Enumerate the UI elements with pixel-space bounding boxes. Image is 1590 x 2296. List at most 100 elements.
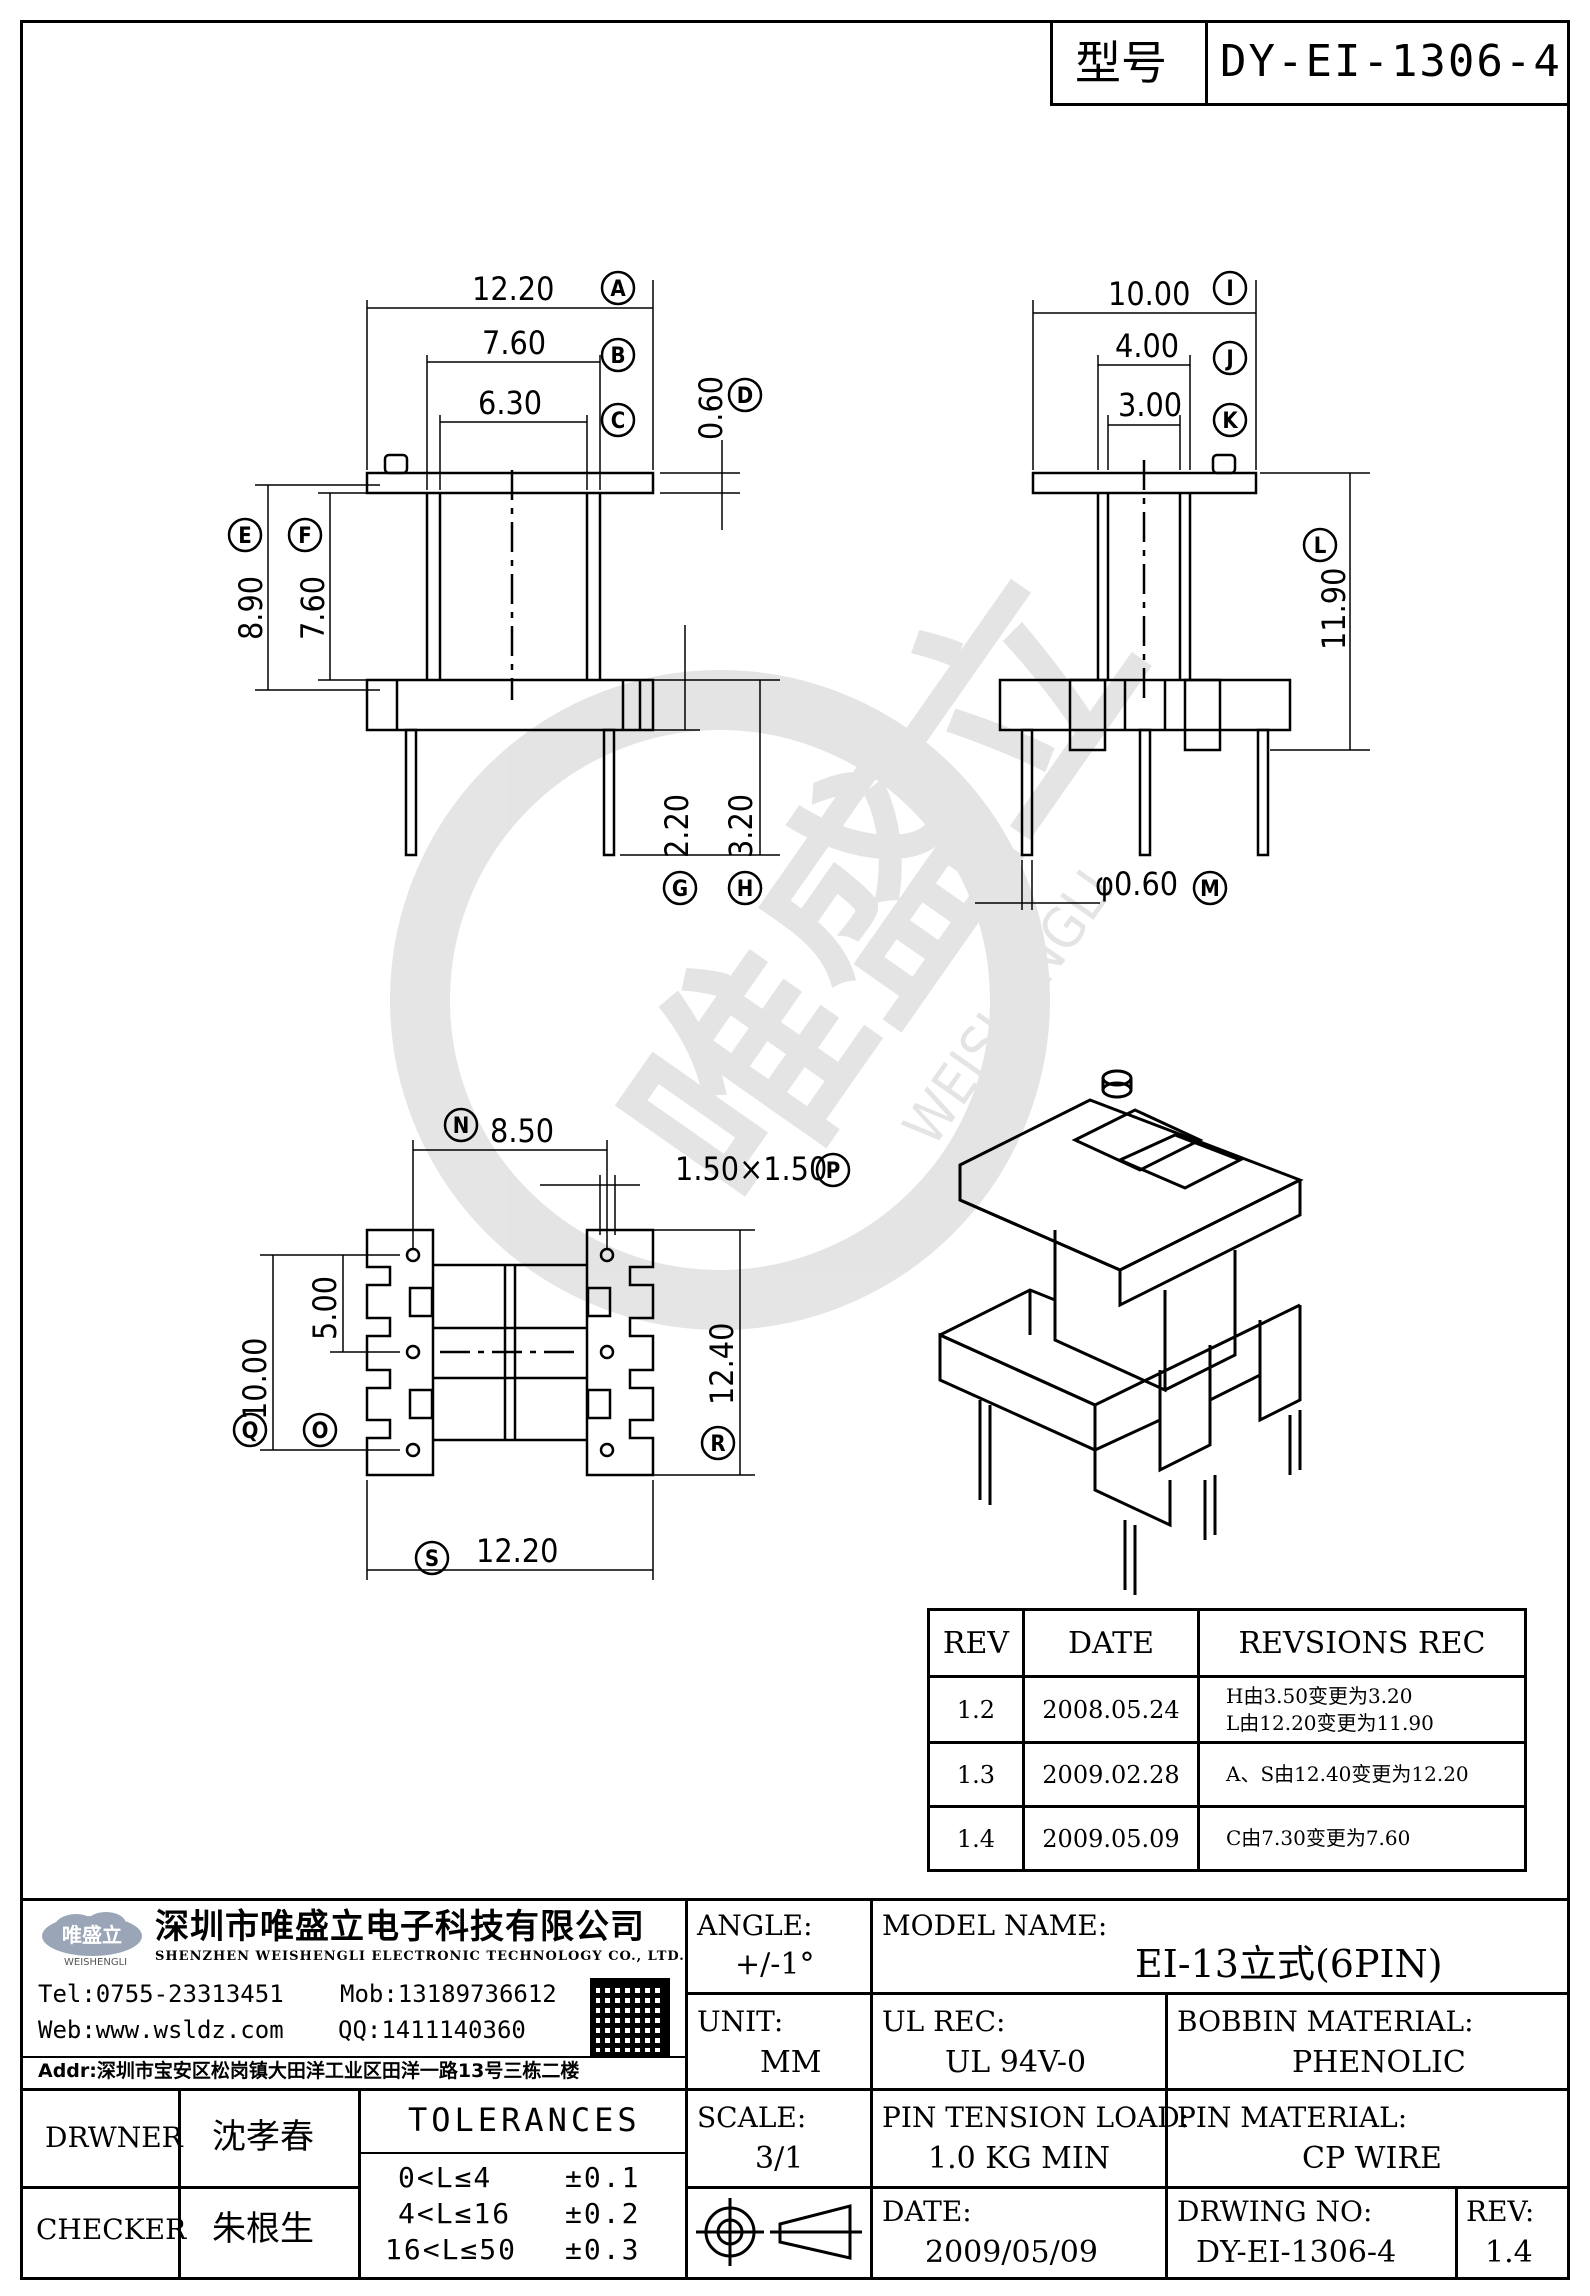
isometric-view: [938, 1069, 1304, 1595]
dim-a: 12.20: [472, 270, 554, 308]
pin-tension-label: PIN TENSION LOAD:: [882, 2101, 1190, 2134]
qr-code-icon: [590, 1978, 670, 2058]
date-col-header: DATE: [1022, 1608, 1200, 1678]
model-name-label: MODEL NAME:: [882, 1909, 1108, 1942]
revision-table: REV DATE REVSIONS REC 1.2 2008.05.24 H由3…: [927, 1608, 1527, 1872]
company-logo: [36, 1910, 148, 1968]
callout-b: B: [610, 344, 625, 369]
rule: [20, 2088, 685, 2091]
callout-o: O: [312, 1419, 329, 1444]
bottom-dim-labels: 8.50 1.50×1.50 10.00 5.00 12.40 12.20: [236, 1112, 827, 1570]
ul-rec-value: UL 94V-0: [945, 2045, 1087, 2080]
revision-header-row: REV DATE REVSIONS REC: [927, 1608, 1527, 1678]
callout-c: C: [611, 409, 626, 434]
dim-j: 4.00: [1115, 327, 1179, 365]
callout-m: M: [1200, 877, 1220, 902]
tolerance-value: ±0.2: [565, 2197, 641, 2230]
callout-letters: A B C D E F G H I J K L M N P Q O R S: [238, 277, 1326, 1572]
angle-label: ANGLE:: [697, 1909, 813, 1942]
model-header-value: DY-EI-1306-4: [1220, 36, 1562, 87]
tolerance-range: 16<L≤50: [385, 2233, 518, 2266]
date-value: 2009/05/09: [925, 2235, 1098, 2270]
dim-s: 12.20: [476, 1532, 558, 1570]
callout-circles: [227, 270, 1338, 1576]
company-address: Addr:深圳市宝安区松岗镇大田洋工业区田洋一路13号三栋二楼: [38, 2060, 580, 2082]
callout-i: I: [1226, 277, 1233, 302]
callout-h: H: [737, 877, 754, 902]
pin-material-value: CP WIRE: [1302, 2141, 1442, 2176]
rule: [685, 1992, 1570, 1995]
tolerances-title: TOLERANCES: [408, 2101, 641, 2139]
dim-e: 8.90: [232, 576, 270, 640]
pin-material-label: PIN MATERIAL:: [1177, 2101, 1408, 2134]
callout-g: G: [672, 877, 688, 902]
company-tel: Tel:0755-23313451: [38, 1980, 284, 2008]
company-qq: QQ:1411140360: [338, 2016, 526, 2044]
tolerance-value: ±0.1: [565, 2161, 641, 2194]
dim-i: 10.00: [1108, 275, 1190, 313]
dim-o: 5.00: [306, 1276, 344, 1340]
bottom-view: [260, 1140, 755, 1580]
company-mob: Mob:13189736612: [340, 1980, 557, 2008]
model-name-value: EI-13立式(6PIN): [1135, 1942, 1443, 1986]
rec-cell: C由7.30变更为7.60: [1197, 1805, 1527, 1872]
callout-l: L: [1314, 534, 1327, 559]
date-cell: 2009.02.28: [1022, 1741, 1200, 1808]
dim-k: 3.00: [1118, 386, 1182, 424]
callout-q: Q: [242, 1419, 259, 1444]
company-web: Web:www.wsldz.com: [38, 2016, 284, 2044]
callout-k: K: [1222, 409, 1238, 434]
rev-value: 1.4: [1485, 2235, 1533, 2270]
ul-rec-label: UL REC:: [882, 2005, 1006, 2038]
angle-value: +/-1°: [735, 1947, 815, 1982]
callout-d: D: [737, 384, 753, 409]
rev-col-header: REV: [927, 1608, 1025, 1678]
rule: [358, 2088, 361, 2280]
date-cell: 2008.05.24: [1022, 1675, 1200, 1744]
bobbin-material-value: PHENOLIC: [1292, 2045, 1466, 2080]
date-label: DATE:: [882, 2195, 972, 2228]
dim-l: 11.90: [1315, 568, 1353, 650]
dim-n: 8.50: [490, 1112, 554, 1150]
dim-p: 1.50×1.50: [675, 1150, 827, 1188]
rule: [1455, 2186, 1458, 2280]
dim-g: 2.20: [658, 794, 696, 858]
dim-h: 3.20: [722, 794, 760, 858]
rule: [20, 2056, 685, 2058]
title-block: [20, 1898, 1570, 2280]
side-dim-labels: 10.00 4.00 3.00 11.90 φ0.60: [1095, 275, 1353, 903]
rule: [685, 2088, 1570, 2091]
callout-e: E: [238, 524, 252, 549]
cloud-logo-icon: [42, 1912, 142, 1956]
table-row: 1.2 2008.05.24 H由3.50变更为3.20 L由12.20变更为1…: [927, 1675, 1527, 1744]
drawer-label: DRWNER: [45, 2121, 183, 2154]
callout-r: R: [710, 1432, 725, 1457]
callout-a: A: [610, 277, 626, 302]
rule: [358, 2152, 685, 2154]
rule: [20, 2186, 360, 2189]
front-view: [255, 280, 780, 857]
company-name-cn: 深圳市唯盛立电子科技有限公司: [155, 1907, 645, 1947]
rev-cell: 1.2: [927, 1675, 1025, 1744]
rule: [178, 2088, 181, 2280]
rec-cell: A、S由12.40变更为12.20: [1197, 1741, 1527, 1808]
logo-sub: WEISHENGLI: [64, 1957, 128, 1968]
drawer-name: 沈孝春: [212, 2117, 314, 2157]
scale-value: 3/1: [755, 2141, 804, 2176]
callout-j: J: [1224, 347, 1233, 372]
rev-cell: 1.3: [927, 1741, 1025, 1808]
projection-symbol-icon: [696, 2198, 862, 2266]
rule: [1165, 1992, 1168, 2280]
dim-r: 12.40: [703, 1323, 741, 1405]
tolerance-range: 0<L≤4: [398, 2161, 493, 2194]
tolerance-value: ±0.3: [565, 2233, 641, 2266]
table-row: 1.3 2009.02.28 A、S由12.40变更为12.20: [927, 1741, 1527, 1808]
rule: [685, 2186, 1570, 2189]
callout-s: S: [425, 1547, 439, 1572]
tolerance-range: 4<L≤16: [398, 2197, 512, 2230]
dim-d: 0.60: [692, 376, 730, 440]
rev-cell: 1.4: [927, 1805, 1025, 1872]
callout-n: N: [453, 1114, 470, 1139]
checker-label: CHECKER: [36, 2213, 187, 2246]
